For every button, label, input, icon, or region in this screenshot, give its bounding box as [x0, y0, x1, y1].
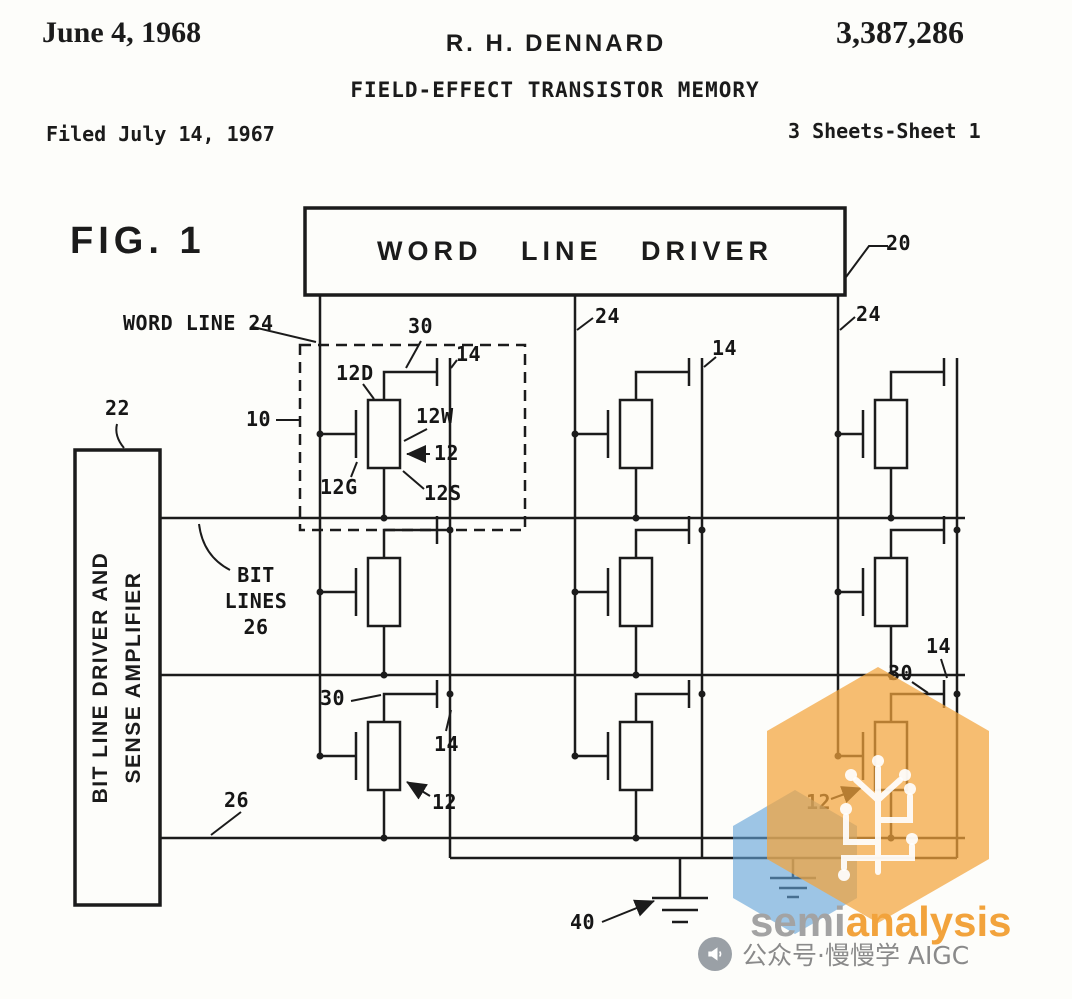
- ref-label-14-cell21: 14: [712, 336, 738, 360]
- ref-label-12g: 12G: [320, 475, 358, 499]
- ref-label-12-cell33: 12: [806, 790, 832, 814]
- bit-line-driver-label-line2: SENSE AMPLIFIER: [121, 571, 145, 784]
- ref-label-14-cell11: 14: [456, 342, 482, 366]
- cell-1-1-transistor: [366, 398, 402, 470]
- ref-label-24-right: 24: [856, 302, 882, 326]
- ref-label-30-cell13: 30: [320, 686, 346, 710]
- cell-3-3-transistor: [873, 720, 909, 792]
- ref-label-22: 22: [105, 396, 131, 420]
- word-line-driver-box: [303, 206, 847, 297]
- bit-lines-word3: 26: [243, 615, 269, 639]
- bit-line-driver-label: BIT LINE DRIVER AND SENSE AMPLIFIER: [75, 450, 160, 905]
- cell-1-2-transistor: [366, 556, 402, 628]
- bit-line-driver-box: [73, 448, 162, 907]
- cell-1-1-wiring: [320, 358, 439, 518]
- ref-label-word-line-24: WORD LINE 24: [123, 311, 274, 335]
- cell-2-3-wiring: [575, 680, 691, 838]
- ref-label-26-lower: 26: [224, 788, 250, 812]
- ref-label-12d: 12D: [336, 361, 374, 385]
- sheet-info: 3 Sheets-Sheet 1: [788, 119, 981, 143]
- bit-lines-label: BIT LINES 26: [214, 562, 298, 640]
- ref-label-24-mid: 24: [595, 304, 621, 328]
- ref-label-12w: 12W: [416, 404, 454, 428]
- bit-line-driver-label-line1: BIT LINE DRIVER AND: [88, 551, 112, 804]
- cell-2-3-transistor: [618, 720, 654, 792]
- memory-cells: [320, 358, 946, 838]
- ref-label-12-cell13: 12: [432, 790, 458, 814]
- cell-boundary-dashed-box: [298, 343, 527, 532]
- word-lines: [318, 295, 840, 756]
- filed-date: Filed July 14, 1967: [46, 122, 275, 146]
- ground-symbol-right: [770, 858, 816, 899]
- cell-3-1-transistor: [873, 398, 909, 470]
- ref-label-20: 20: [886, 231, 912, 255]
- cell-2-1-transistor: [618, 398, 654, 470]
- ref-label-10: 10: [246, 407, 272, 431]
- bit-lines-word1: BIT: [237, 563, 275, 587]
- cell-1-3-transistor: [366, 720, 402, 792]
- inventor-name: R. H. DENNARD: [445, 30, 667, 57]
- cell-1-3-wiring: [320, 680, 439, 838]
- ref-label-14-cell33: 14: [926, 634, 952, 658]
- watermark-caption-text: 公众号·慢慢学 AIGC: [742, 941, 970, 970]
- ref-label-14-cell13: 14: [434, 732, 460, 756]
- cell-3-2-wiring: [838, 516, 946, 675]
- ground-symbol-main: [652, 858, 708, 924]
- cell-3-2-transistor: [873, 556, 909, 628]
- patent-date: June 4, 1968: [42, 16, 202, 49]
- cell-2-2-transistor: [618, 556, 654, 628]
- cell-3-1-wiring: [838, 358, 946, 518]
- ref-label-30-cell33: 30: [888, 661, 914, 685]
- patent-title: FIELD-EFFECT TRANSISTOR MEMORY: [350, 78, 760, 102]
- word-line-driver-label: WORD LINE DRIVER: [376, 236, 773, 266]
- ref-label-12-cell11: 12: [434, 441, 460, 465]
- cell-2-1-wiring: [575, 358, 691, 518]
- ref-label-12s: 12S: [424, 481, 462, 505]
- patent-number: 3,387,286: [836, 14, 964, 50]
- megaphone-icon: [698, 937, 732, 971]
- ref-label-40: 40: [570, 910, 596, 934]
- ref-label-30-cell11: 30: [408, 314, 434, 338]
- bit-lines-word2: LINES: [224, 589, 288, 613]
- cell-2-2-wiring: [575, 516, 691, 675]
- watermark-caption: 公众号·慢慢学 AIGC: [698, 936, 969, 972]
- figure-label: FIG. 1: [70, 220, 206, 262]
- junction-dots: [316, 430, 961, 842]
